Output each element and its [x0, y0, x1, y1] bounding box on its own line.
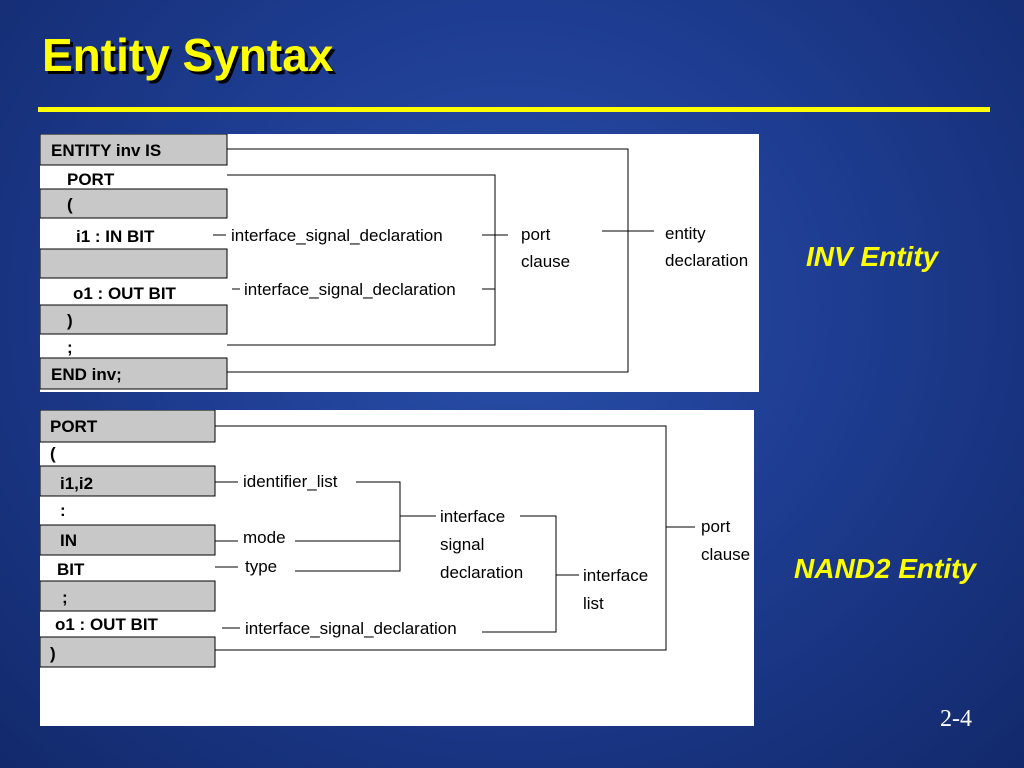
- nand2-code-line: o1 : OUT BIT: [55, 615, 159, 634]
- nand2-code-line: (: [50, 444, 56, 463]
- nand2-label-mode: mode: [243, 528, 286, 547]
- inv-label-decl2: interface_signal_declaration: [244, 280, 456, 299]
- inv-box-paren: [40, 188, 228, 219]
- nand2-code-line: ): [50, 644, 56, 663]
- inv-label-entity: entity: [665, 224, 706, 243]
- inv-code-line: i1 : IN BIT: [76, 227, 155, 246]
- inv-code-line: PORT: [67, 170, 115, 189]
- nand2-label-port: port: [701, 517, 731, 536]
- nand2-code-line: IN: [60, 531, 77, 550]
- inv-syntax-diagram: ENTITY inv IS PORT ( i1 : IN BIT o1 : OU…: [40, 134, 759, 392]
- nand2-label-interface: interface: [440, 507, 505, 526]
- nand2-label-interface-list-1: interface: [583, 566, 648, 585]
- inv-box-close: [40, 304, 228, 335]
- inv-code-line: (: [67, 195, 73, 214]
- inv-label-decl1: interface_signal_declaration: [231, 226, 443, 245]
- inv-diagram-svg: ENTITY inv IS PORT ( i1 : IN BIT o1 : OU…: [40, 134, 748, 390]
- inv-box-sep: [40, 248, 228, 279]
- nand2-label-signal: signal: [440, 535, 484, 554]
- nand2-code-line: :: [60, 501, 66, 520]
- nand2-box-ids: [40, 465, 216, 497]
- nand2-bracket-signal: [295, 481, 401, 572]
- inv-code-line: ENTITY inv IS: [51, 141, 161, 160]
- title-underline: [38, 107, 990, 112]
- nand2-box-semicolon: [40, 580, 216, 612]
- nand2-label-clause: clause: [701, 545, 750, 564]
- nand2-label-decl-o1: interface_signal_declaration: [245, 619, 457, 638]
- inv-code-line: ): [67, 311, 73, 330]
- slide-title: Entity Syntax: [42, 29, 334, 81]
- nand2-label-identifier-list: identifier_list: [243, 472, 338, 491]
- page-number: 2-4: [940, 706, 972, 732]
- inv-box-end: [40, 357, 228, 390]
- nand2-entity-caption: NAND2 Entity: [794, 553, 977, 584]
- inv-label-clause: clause: [521, 252, 570, 271]
- inv-code-line: END inv;: [51, 365, 122, 384]
- nand2-code-line: ;: [62, 588, 68, 607]
- nand2-code-line: PORT: [50, 417, 98, 436]
- nand2-bracket-list: [482, 515, 557, 633]
- inv-entity-caption: INV Entity: [806, 241, 939, 272]
- inv-bracket-port: [227, 174, 496, 346]
- inv-bracket-entity: [227, 148, 629, 373]
- nand2-syntax-diagram: PORT ( i1,i2 : IN BIT ; o1 : OUT BIT ) i…: [40, 410, 754, 726]
- nand2-bracket-port: [215, 425, 667, 651]
- nand2-box-close: [40, 636, 216, 668]
- nand2-box-mode: [40, 524, 216, 556]
- inv-code-line: ;: [67, 338, 73, 357]
- nand2-label-interface-list-2: list: [583, 594, 604, 613]
- inv-label-declaration: declaration: [665, 251, 748, 270]
- nand2-code-line: i1,i2: [60, 474, 93, 493]
- nand2-label-declaration: declaration: [440, 563, 523, 582]
- nand2-diagram-svg: PORT ( i1,i2 : IN BIT ; o1 : OUT BIT ) i…: [40, 410, 750, 668]
- nand2-label-type: type: [245, 557, 277, 576]
- inv-code-line: o1 : OUT BIT: [73, 284, 177, 303]
- inv-label-port: port: [521, 225, 551, 244]
- nand2-code-line: BIT: [57, 560, 85, 579]
